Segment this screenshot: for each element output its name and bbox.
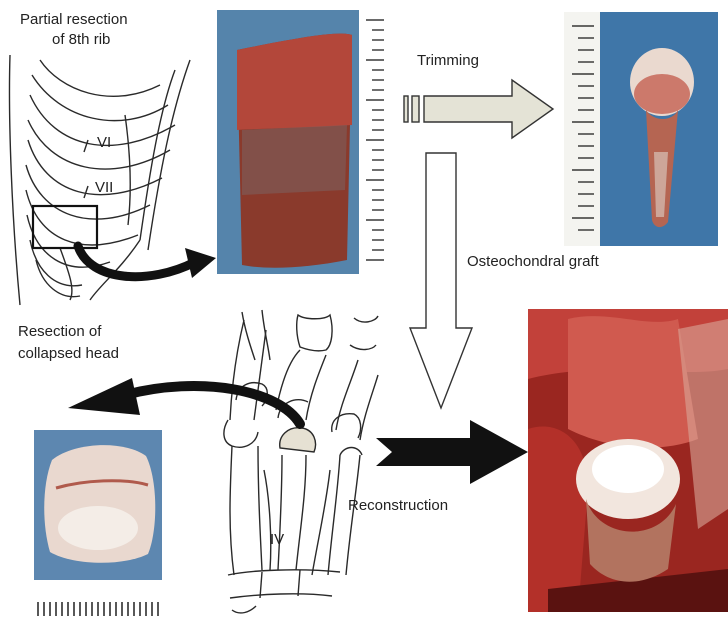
trimmed-graft-photo — [564, 12, 718, 246]
solid-arrow-right-icon — [376, 420, 528, 484]
reconstruction-label: Reconstruction — [348, 496, 448, 515]
resection-label-line1: Resection of — [18, 322, 101, 341]
curved-arrow-right-icon — [78, 246, 216, 278]
rib-graft-photo — [217, 10, 384, 274]
resected-head-photo — [34, 430, 162, 618]
foot-skeleton-drawing — [224, 310, 378, 613]
curved-arrow-left-icon — [68, 378, 300, 424]
metatarsal-label-iv: IV — [270, 530, 284, 549]
hollow-arrow-right-icon — [404, 80, 553, 138]
hollow-arrow-down-icon — [410, 153, 472, 408]
trimming-label: Trimming — [417, 51, 479, 70]
rib-title-line2: of 8th rib — [52, 30, 110, 49]
graft-head-marker — [280, 428, 316, 452]
rib-label-vi: VI — [97, 133, 111, 152]
graft-label: Osteochondral graft — [467, 252, 599, 271]
resection-label-line2: collapsed head — [18, 344, 119, 363]
rib-title-line1: Partial resection — [20, 10, 128, 29]
rib-label-vii: VII — [95, 178, 113, 197]
reconstruction-surgery-photo — [528, 309, 728, 612]
